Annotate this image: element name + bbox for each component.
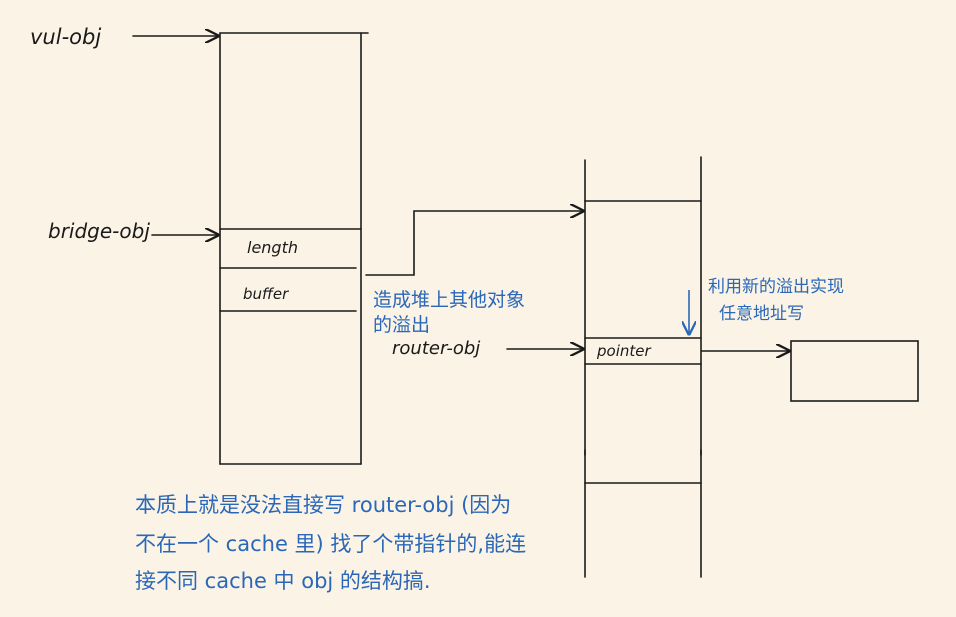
- overflow-note-line1: 造成堆上其他对象: [373, 289, 525, 311]
- right-slab: [584, 156, 702, 578]
- pointer-label: pointer: [596, 342, 651, 360]
- summary-note-line1: 本质上就是没法直接写 router-obj (因为: [135, 493, 511, 517]
- overflow-arrow: [365, 211, 583, 276]
- write-note-line1: 利用新的溢出实现: [708, 277, 844, 297]
- write-note-line2: 任意地址写: [719, 304, 804, 324]
- overflow-note-line2: 的溢出: [373, 314, 430, 336]
- bridge-obj-label: bridge-obj: [48, 219, 150, 243]
- summary-note-line3: 接不同 cache 中 obj 的结构搞.: [135, 569, 431, 593]
- router-obj-label: router-obj: [392, 338, 480, 359]
- target-box: [790, 340, 919, 402]
- summary-note-line2: 不在一个 cache 里) 找了个带指针的,能连: [135, 532, 526, 556]
- vul-obj-label: vul-obj: [30, 25, 101, 49]
- length-label: length: [247, 238, 298, 257]
- buffer-label: buffer: [243, 285, 289, 303]
- left-slab: [219, 32, 369, 465]
